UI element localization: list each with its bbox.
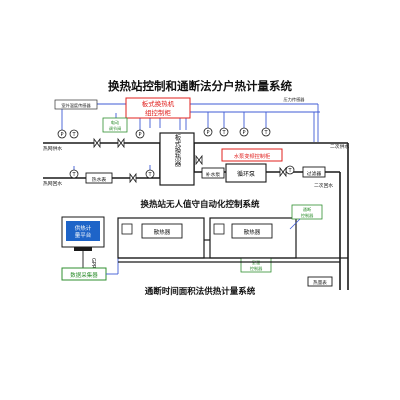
svg-text:P: P <box>206 130 209 136</box>
filter-label: 过滤器 <box>307 170 322 177</box>
svg-text:P: P <box>138 132 141 138</box>
plc-cabinet <box>125 97 191 119</box>
svg-text:T: T <box>263 130 268 136</box>
room-label-2: 控制器 <box>250 265 263 272</box>
circ-pump-label: 循环泵 <box>237 170 255 178</box>
pressure-gauge-4: P <box>239 127 249 137</box>
softener-label: 补水泵 <box>206 171 221 178</box>
pressure-gauge-1: P <box>57 129 67 139</box>
metering-signal-lines <box>106 245 119 275</box>
svg-text:T: T <box>287 168 292 174</box>
gprs-label: GPRS <box>90 258 96 272</box>
pressure-gauge-2: P <box>135 129 145 139</box>
metering-title: 通断时间面积法供热计量系统 <box>145 286 256 297</box>
outdoor-sensor-label: 室外温度传感器 <box>61 102 91 109</box>
meter-box <box>85 172 113 184</box>
plc-label-line2: 组控制柜 <box>145 108 172 117</box>
pressure-gauge-3: P <box>203 127 213 137</box>
outdoor-sensor-box <box>54 99 98 110</box>
circ-pump <box>225 163 267 183</box>
onoff-controller-box <box>291 204 323 220</box>
temperature-gauge-6: T <box>285 165 295 175</box>
svg-text:P: P <box>242 130 245 136</box>
signal-lines <box>61 103 320 172</box>
main-title: 换热站控制和通断法分户热计量系统 <box>108 79 292 93</box>
gauges: P T P T P T P T <box>57 127 295 179</box>
svg-text:T: T <box>71 132 76 138</box>
heat-exchanger <box>159 132 195 186</box>
secondary-supply-label: 二次供水 <box>330 143 349 150</box>
metering-pipes <box>118 239 348 263</box>
freq-cabinet <box>221 148 283 162</box>
radiator-2-label: 散热器 <box>244 228 261 236</box>
valves <box>93 137 287 184</box>
return-water-label: 热网回水 <box>43 180 62 187</box>
pressure-sensor-label: 压力传感器 <box>284 96 306 103</box>
heat-meter-small-label: 热量表 <box>313 279 327 286</box>
onoff-label-1: 通断 <box>303 206 312 213</box>
temperature-gauge-3: T <box>219 127 229 137</box>
plc-label-line1: 板式换热机 <box>142 99 175 108</box>
onoff-label-2: 控制器 <box>301 212 314 219</box>
onoff-signal <box>289 218 301 230</box>
svg-text:P: P <box>60 132 63 138</box>
data-collector-label: 数据采集器 <box>70 271 98 279</box>
meter-label: 热水表 <box>92 176 107 183</box>
svg-text:T: T <box>147 172 152 178</box>
flow-valve-label-2: 调节阀 <box>109 125 122 132</box>
secondary-return-label: 二次回水 <box>314 182 333 189</box>
heat-exchanger-label: 板式换热器 <box>173 132 181 167</box>
radiator-unit-1: 散热器 <box>117 217 205 259</box>
softener-box <box>201 167 225 179</box>
platform-monitor: 供热计 量平台 <box>61 216 105 251</box>
flow-valve-label-1: 电动 <box>111 119 119 126</box>
svg-text:T: T <box>71 172 76 178</box>
temperature-gauge-4: T <box>261 127 271 137</box>
platform-label-2: 量平台 <box>75 231 92 239</box>
flow-valve-box <box>102 117 128 133</box>
svg-text:T: T <box>221 130 226 136</box>
filter-box <box>302 166 326 178</box>
temperature-gauge-5: T <box>69 169 79 179</box>
heat-meter-small <box>307 276 333 287</box>
temperature-gauge-1: T <box>69 129 79 139</box>
supply-water-label: 热网供水 <box>43 145 62 152</box>
temperature-gauge-2: T <box>145 169 155 179</box>
unattended-title: 换热站无人值守自动化控制系统 <box>140 199 260 210</box>
freq-cabinet-label: 水泵变频控制柜 <box>234 152 270 160</box>
radiator-1-label: 散热器 <box>154 228 171 236</box>
platform-label-1: 供热计 <box>75 224 92 232</box>
radiator-unit-2: 散热器 <box>209 217 297 259</box>
